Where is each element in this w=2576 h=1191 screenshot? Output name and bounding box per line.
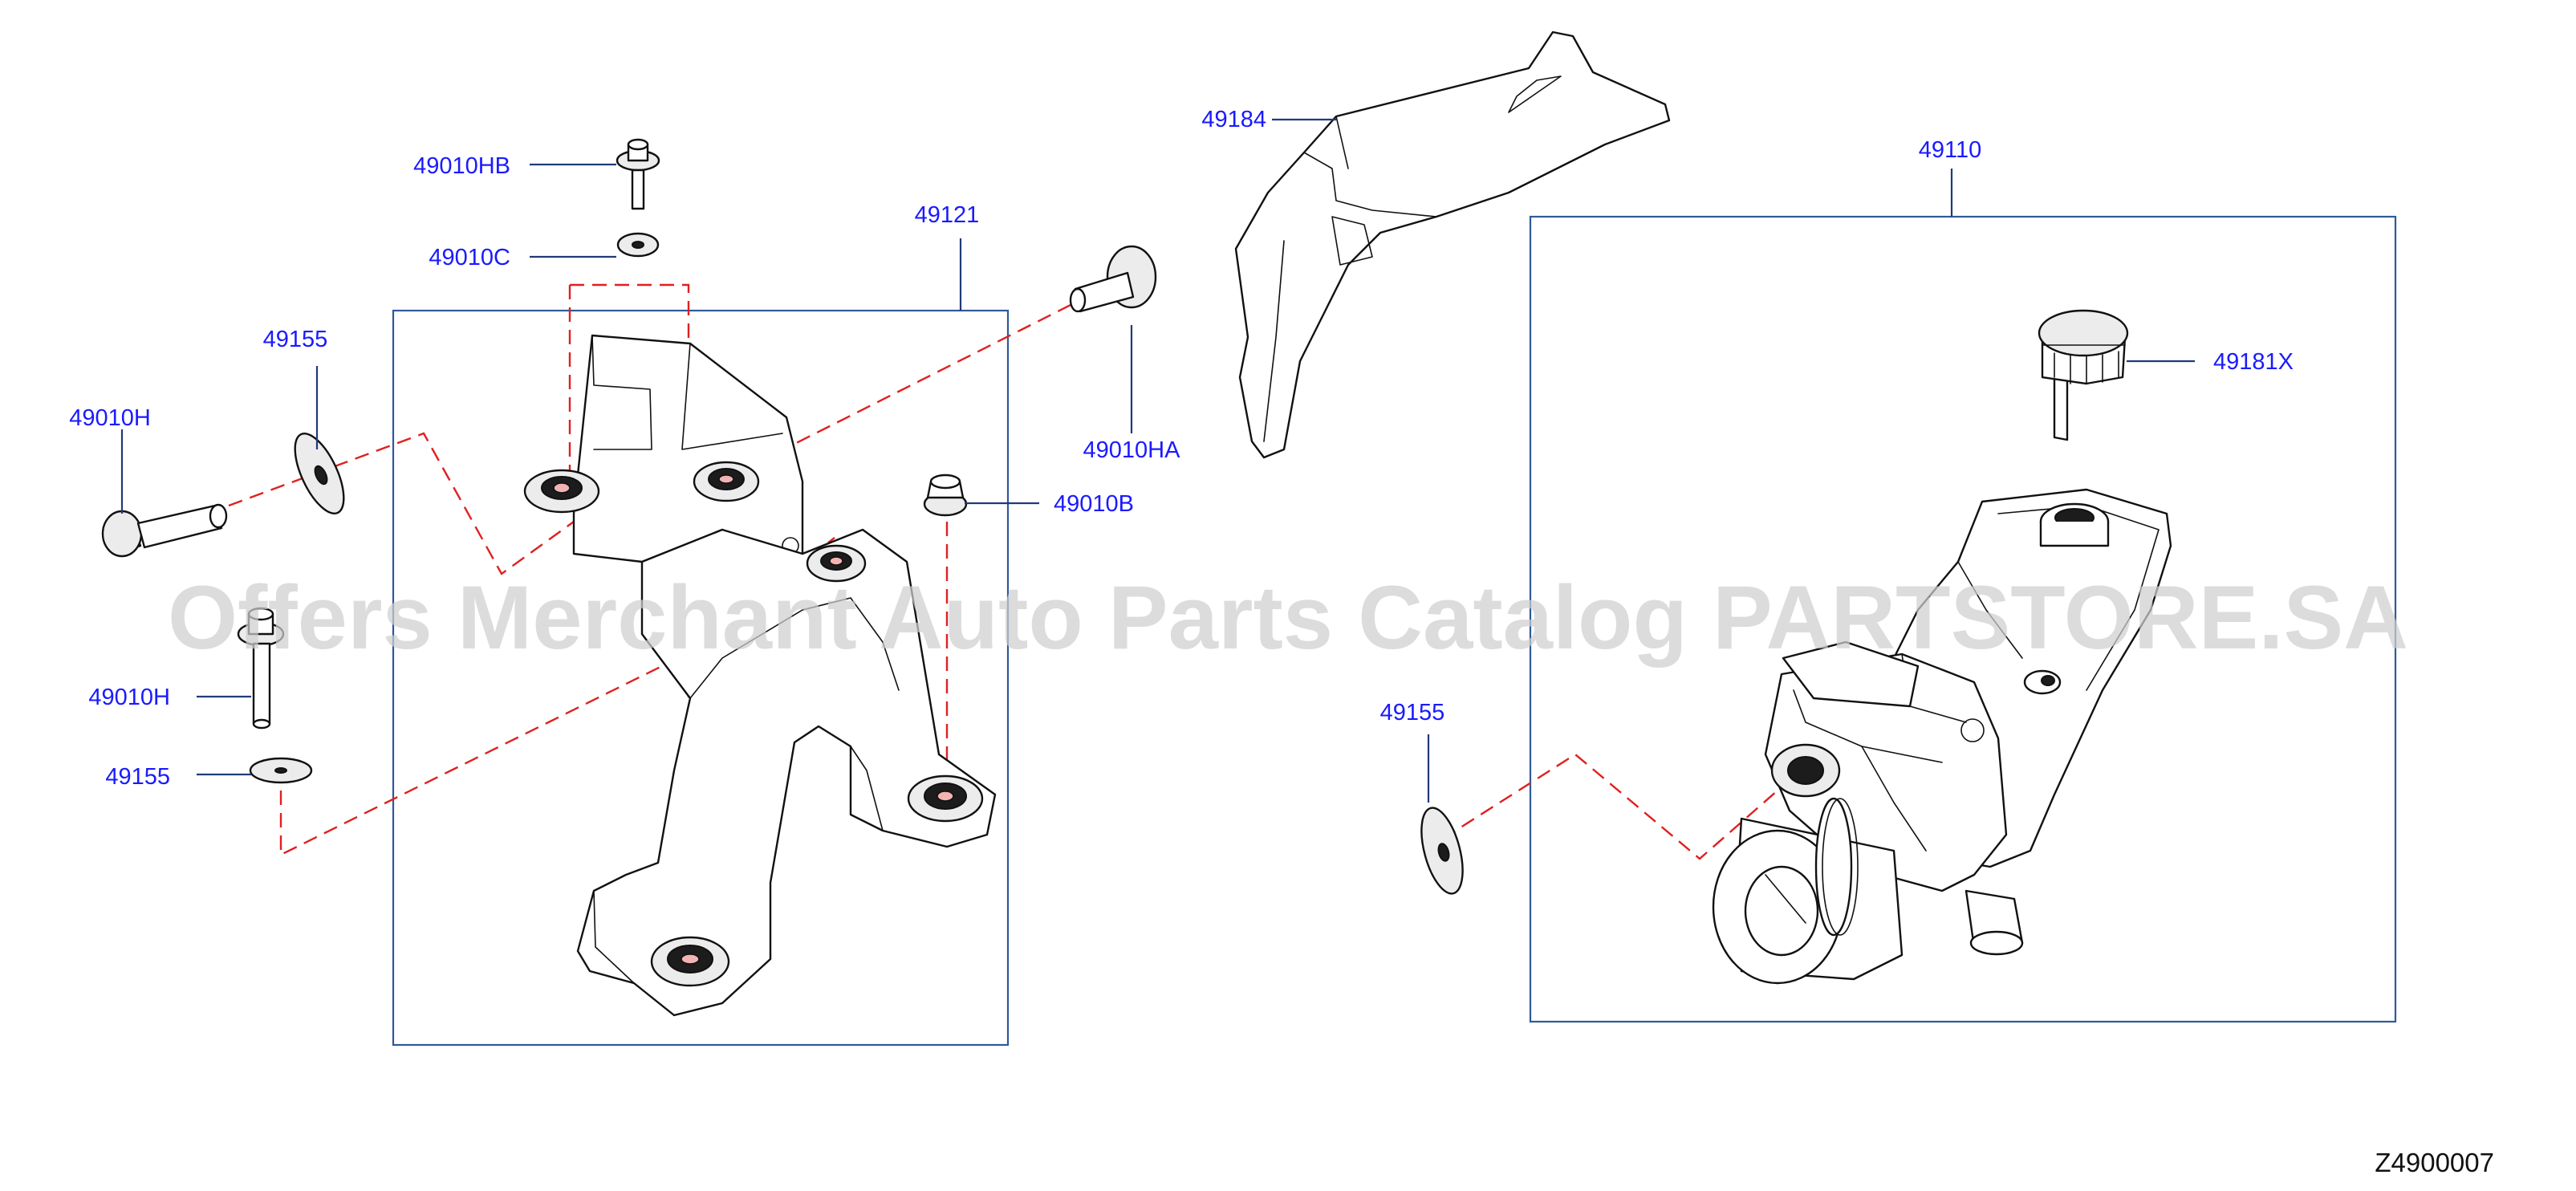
- label-49184[interactable]: 49184: [1201, 107, 1266, 132]
- cap-49181X: [2038, 309, 2129, 441]
- washer-49155-right: [1420, 807, 1464, 895]
- watermark-text: Offers Merchant Auto Parts Catalog PARTS…: [168, 567, 2408, 668]
- label-49155-right[interactable]: 49155: [1380, 700, 1445, 726]
- label-49155-mid[interactable]: 49155: [105, 764, 170, 790]
- frame-49121: [392, 309, 1010, 1047]
- bolt-49010H-mid: [237, 607, 285, 730]
- bracket-49121: [523, 334, 997, 1017]
- stud-49010HA: [1069, 245, 1157, 313]
- label-49181X[interactable]: 49181X: [2213, 349, 2294, 375]
- washer-49155-top: [294, 432, 345, 515]
- label-49010H-top[interactable]: 49010H: [69, 405, 151, 431]
- label-49010HB[interactable]: 49010HB: [413, 153, 510, 179]
- label-49155-top[interactable]: 49155: [263, 327, 328, 352]
- label-49010C[interactable]: 49010C: [429, 245, 510, 270]
- nut-49010B: [923, 474, 968, 517]
- label-49010B[interactable]: 49010B: [1054, 491, 1134, 517]
- label-49010HA[interactable]: 49010HA: [1083, 437, 1181, 463]
- washer-49155-mid: [249, 757, 313, 784]
- bolt-49010HB: [616, 138, 660, 210]
- leader-lines: [120, 118, 2195, 803]
- pump-assembly-49110: [1712, 488, 2172, 985]
- frame-49110: [1529, 215, 2397, 1023]
- bolt-49010H-top: [101, 503, 228, 558]
- diagram-code: Z4900007: [2375, 1148, 2494, 1177]
- cover-49184: [1234, 30, 1671, 459]
- label-49110[interactable]: 49110: [1919, 137, 1982, 163]
- part-labels: 49010HB 49010C 49121 49155 49010H 49010H…: [69, 107, 2294, 790]
- washer-49010C: [616, 232, 660, 258]
- label-49121[interactable]: 49121: [915, 202, 980, 228]
- label-49010H-mid[interactable]: 49010H: [88, 685, 170, 710]
